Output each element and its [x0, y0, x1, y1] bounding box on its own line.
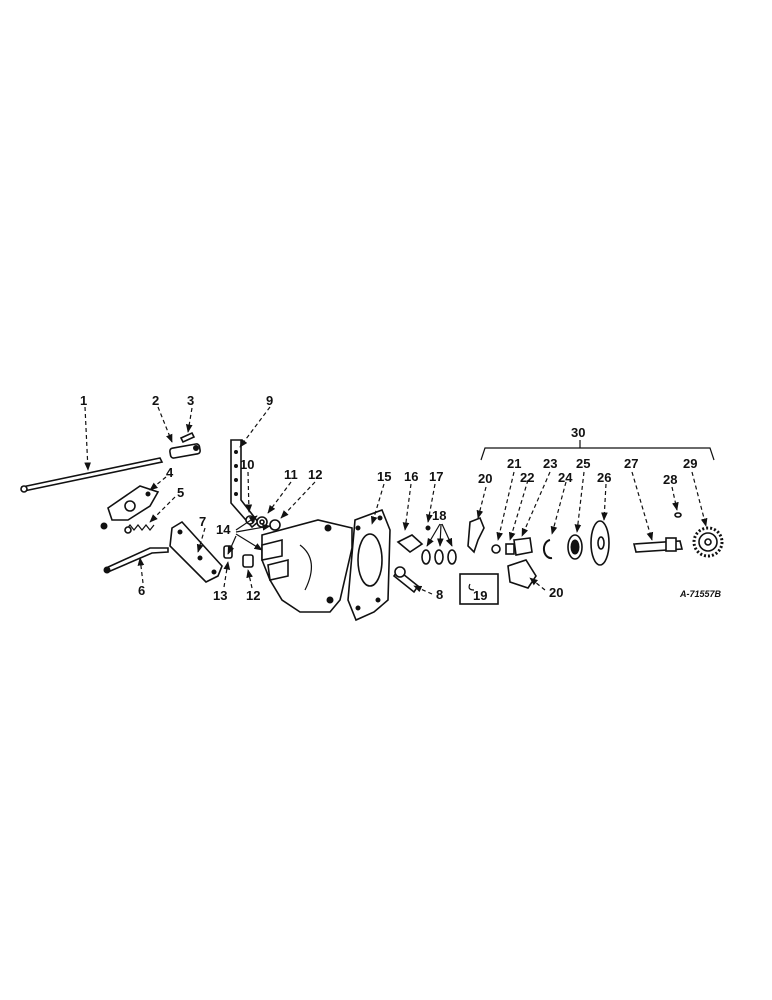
callout-16: 16 [404, 469, 418, 484]
callout-2: 2 [152, 393, 159, 408]
callout-18: 18 [432, 508, 446, 523]
part-28-key [674, 512, 682, 518]
callout-22: 22 [520, 470, 534, 485]
callout-12-lower: 12 [246, 588, 260, 603]
callout-24: 24 [558, 470, 573, 485]
callout-20-upper: 20 [478, 471, 492, 486]
callout-20-lower: 20 [549, 585, 563, 600]
callout-29: 29 [683, 456, 697, 471]
callout-11: 11 [284, 467, 298, 482]
callout-26: 26 [597, 470, 611, 485]
part-8-shaft [392, 566, 420, 594]
part-2-clevis [169, 443, 201, 459]
callout-5: 5 [177, 485, 184, 500]
callout-7: 7 [199, 514, 206, 529]
callout-17: 17 [429, 469, 443, 484]
part-12-plug-upper [269, 519, 281, 531]
callout-8: 8 [436, 587, 443, 602]
governor-housing [261, 519, 353, 613]
part-4-bracket [100, 485, 160, 530]
part-21-washer [491, 544, 501, 554]
callout-25: 25 [576, 456, 590, 471]
part-29-gear [692, 526, 724, 558]
part-1-rod [20, 457, 164, 493]
part-26-disc [590, 520, 610, 566]
callout-3: 3 [187, 393, 194, 408]
part-6-link [103, 547, 169, 574]
callout-15: 15 [377, 469, 391, 484]
part-5-spring [124, 524, 155, 534]
part-27-shaft [632, 537, 684, 553]
part-25-bearing [567, 534, 583, 560]
part-3-pin [179, 431, 196, 444]
callout-14: 14 [216, 522, 231, 537]
part-23-sleeve [513, 537, 533, 556]
callout-labels: 1 2 3 4 5 6 7 8 9 10 11 12 12 13 14 15 1… [80, 393, 697, 603]
part-12-plug-lower [242, 554, 254, 568]
callout-28: 28 [663, 472, 677, 487]
callout-13: 13 [213, 588, 227, 603]
part-15-gasket [347, 508, 391, 622]
callout-4: 4 [166, 465, 174, 480]
callout-6: 6 [138, 583, 145, 598]
part-24-snap-ring [542, 539, 553, 560]
part-11-bushing [256, 516, 268, 528]
callout-10: 10 [240, 457, 254, 472]
leader-lines [84, 406, 715, 595]
drawing-number: A-71557B [679, 589, 722, 599]
part-16-flyweight [396, 534, 424, 553]
callout-12: 12 [308, 467, 322, 482]
callout-30: 30 [571, 425, 585, 440]
part-9-lever [230, 439, 260, 529]
part-20-flyweight-lower [507, 559, 537, 589]
callout-21: 21 [507, 456, 521, 471]
part-17-pin [425, 525, 431, 531]
part-18-washers [421, 549, 457, 565]
part-19-box [459, 573, 499, 605]
part-7-plate [169, 520, 223, 583]
callout-9: 9 [266, 393, 273, 408]
callout-23: 23 [543, 456, 557, 471]
part-20-flyweight-upper [467, 516, 485, 554]
callout-1: 1 [80, 393, 87, 408]
callout-19: 19 [473, 588, 487, 603]
part-22-collar [505, 543, 515, 555]
callout-27: 27 [624, 456, 638, 471]
